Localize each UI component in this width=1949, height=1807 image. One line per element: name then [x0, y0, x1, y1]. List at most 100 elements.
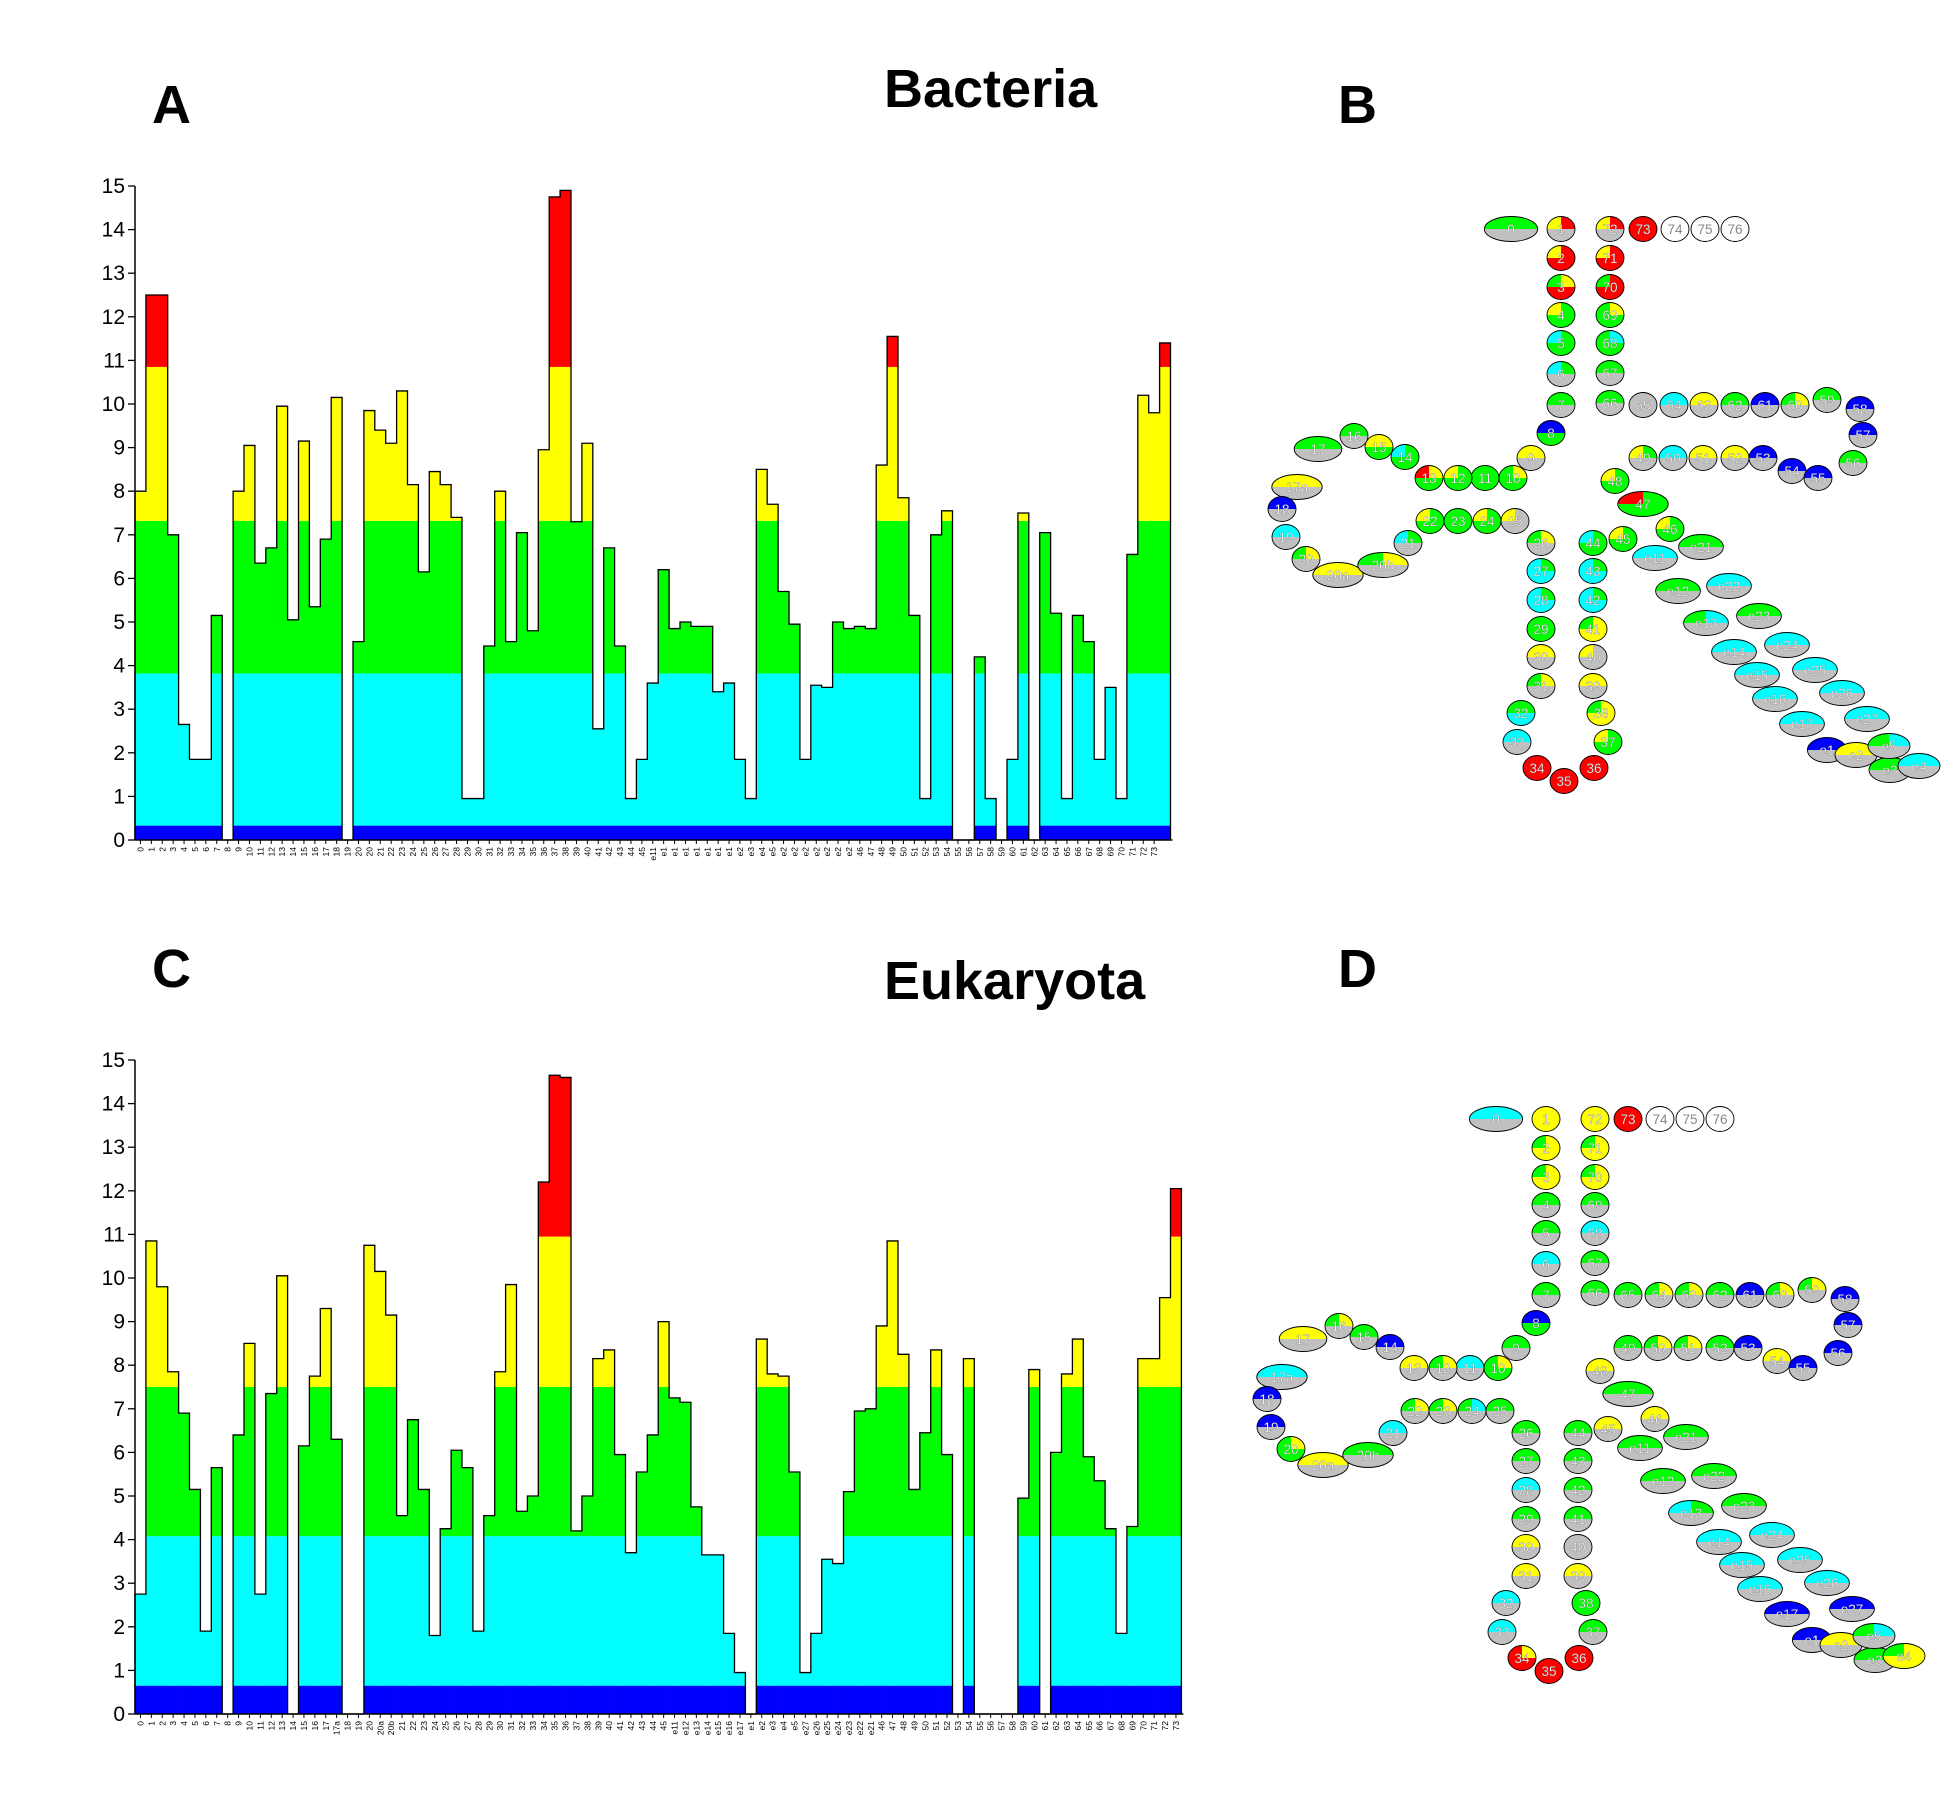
bar-segment [898, 673, 910, 826]
segment-top-right [1673, 445, 1687, 458]
segment-top-left [1655, 578, 1678, 591]
bar-segment [265, 1685, 277, 1714]
segment-top-left [1456, 1355, 1470, 1368]
bar-35 [549, 1075, 561, 1714]
x-tick-label: 52 [920, 847, 930, 857]
nucleotide-label: 29 [1533, 622, 1548, 637]
bar-segment [145, 825, 158, 840]
segment-top-left [1675, 1282, 1689, 1295]
bar-segment [658, 569, 670, 674]
segment-top-right [1282, 1364, 1308, 1377]
bar-segment [211, 825, 223, 840]
segment-top-left [1691, 216, 1705, 229]
nucleotide-outline [1414, 465, 1444, 491]
nucleotide-67: 67 [1595, 360, 1625, 386]
bar-26 [451, 1450, 463, 1714]
nucleotide-label: e1 [1804, 1633, 1819, 1648]
nucleotide-label: 40 [1585, 650, 1600, 665]
nucleotide-20: 20 [1291, 546, 1321, 572]
bar-segment [287, 673, 299, 826]
nucleotide-outline [1658, 445, 1688, 471]
bar-segment [745, 798, 757, 826]
nucleotide-label: 60 [1787, 398, 1802, 413]
nucleotide-20b: 20b [1357, 552, 1409, 578]
nucleotide-label: e27 [1841, 1602, 1864, 1617]
segment-top-right [1414, 1355, 1428, 1368]
bar-segment [1061, 1373, 1073, 1387]
segment-top-left [1416, 508, 1430, 521]
segment-top-right [1485, 465, 1499, 478]
segment-top-left [1580, 755, 1594, 768]
segment-bottom [1596, 343, 1624, 356]
bar-segment [374, 1387, 386, 1537]
bar-e11 [669, 628, 681, 840]
segment-top-left [1594, 1416, 1608, 1429]
segment-top-right [1496, 1106, 1523, 1119]
x-tick-label: e23 [844, 1721, 854, 1735]
bar-segment [483, 1515, 495, 1537]
x-tick-label: 64 [1073, 1721, 1083, 1731]
segment-bottom [1499, 478, 1527, 491]
bar-segment [494, 491, 506, 521]
segment-top-right [1500, 1398, 1514, 1411]
bar-46 [876, 1325, 888, 1714]
nucleotide-4: 4 [1546, 302, 1576, 328]
bar-segment [538, 1182, 550, 1237]
nucleotide-outline [1819, 680, 1865, 706]
nucleotide-outline [1536, 420, 1566, 446]
nucleotide-label: 64 [1651, 1288, 1667, 1303]
nucleotide-44: 44 [1563, 1420, 1593, 1446]
bar-segment [233, 1434, 245, 1537]
segment-bottom [1839, 463, 1867, 476]
bar-segment [244, 1685, 256, 1714]
x-tick-label: 49 [909, 1721, 919, 1731]
segment-top-right [1286, 524, 1300, 537]
segment-top-right [1578, 1477, 1592, 1490]
nucleotide-outline [1297, 1452, 1349, 1478]
bar-segment [854, 825, 866, 840]
panel-label-a: A [152, 75, 191, 135]
x-tick-label: 6 [201, 847, 211, 852]
segment-top-left [1581, 1135, 1595, 1148]
segment-bottom [1668, 1513, 1714, 1526]
x-tick-label: e2 [800, 847, 810, 857]
bar-45 [658, 569, 670, 840]
x-tick-label: 70 [1116, 847, 1126, 857]
bar-segment [592, 1387, 604, 1537]
segment-top-right [1338, 562, 1364, 575]
nucleotide-41: 41 [1578, 616, 1608, 642]
nucleotide-label: 33 [1509, 735, 1524, 750]
nucleotide-label: 20a [1327, 568, 1350, 583]
nucleotide-outline [1688, 445, 1718, 471]
nucleotide-outline [1764, 1601, 1810, 1627]
segment-bottom [1522, 1323, 1550, 1336]
segment-bottom [1527, 686, 1555, 699]
segment-top-right [1628, 1335, 1642, 1348]
bar-32 [516, 532, 528, 840]
bar-segment [908, 615, 921, 674]
bar-segment [658, 673, 670, 826]
bar-segment [985, 798, 997, 826]
bar-segment [1094, 759, 1106, 826]
nucleotide-outline [1526, 673, 1556, 699]
segment-top-left [1749, 445, 1763, 458]
bar-segment [276, 1685, 288, 1714]
bar-segment [1039, 532, 1051, 674]
nucleotide-45: 45 [1593, 1416, 1623, 1442]
bar-segment [462, 1536, 474, 1686]
bar-segment [385, 825, 397, 840]
nucleotide-17: 17 [1293, 436, 1343, 462]
bar-segment [571, 1536, 583, 1686]
nucleotide-outline [1691, 1463, 1737, 1489]
bar-segment [1072, 1387, 1084, 1537]
bar-segment [1159, 520, 1171, 674]
bar-segment [156, 1536, 168, 1686]
nucleotide-e21: e21 [1663, 1424, 1709, 1450]
bar-47 [887, 1240, 899, 1714]
segment-top-left [1547, 274, 1561, 287]
bar-segment [1148, 1387, 1160, 1537]
nucleotide-0: 0 [1483, 216, 1539, 242]
nucleotide-label: 48 [1607, 474, 1622, 489]
bar-44 [647, 683, 659, 840]
